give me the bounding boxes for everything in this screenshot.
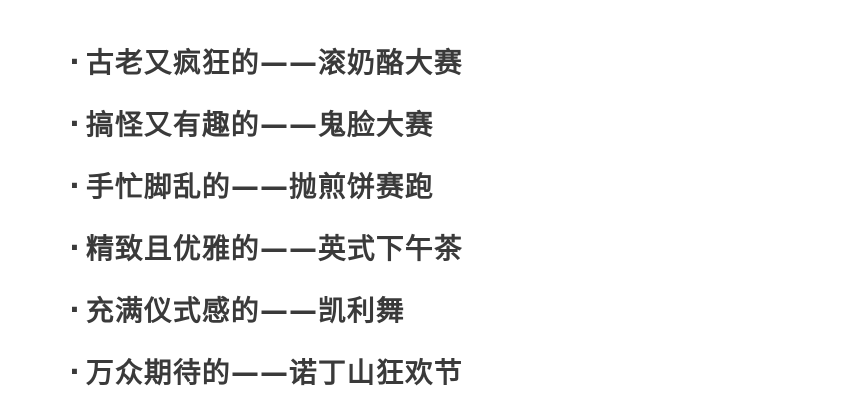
bullet: · (69, 44, 81, 78)
bullet: · (69, 230, 81, 264)
bullet: · (69, 168, 81, 202)
list-item: · 古老又疯狂的——滚奶酪大赛 (66, 30, 463, 92)
list-item: · 手忙脚乱的——抛煎饼赛跑 (66, 154, 463, 216)
list-item-text: 手忙脚乱的——抛煎饼赛跑 (86, 170, 435, 203)
bullet: · (69, 354, 81, 388)
bullet: · (69, 292, 81, 326)
list-item-text: 搞怪又有趣的——鬼脸大赛 (86, 108, 435, 141)
list-item: · 充满仪式感的——凯利舞 (66, 278, 463, 340)
list-item: · 搞怪又有趣的——鬼脸大赛 (66, 92, 463, 154)
list-item-text: 万众期待的——诺丁山狂欢节 (86, 356, 464, 389)
list-item-text: 充满仪式感的——凯利舞 (86, 294, 406, 327)
bullet: · (69, 106, 81, 140)
list-item: · 精致且优雅的——英式下午茶 (66, 216, 463, 278)
list-item-text: 古老又疯狂的——滚奶酪大赛 (86, 46, 464, 79)
event-list: · 古老又疯狂的——滚奶酪大赛 · 搞怪又有趣的——鬼脸大赛 · 手忙脚乱的——… (66, 30, 463, 402)
list-item: · 万众期待的——诺丁山狂欢节 (66, 340, 463, 402)
list-item-text: 精致且优雅的——英式下午茶 (86, 232, 464, 265)
